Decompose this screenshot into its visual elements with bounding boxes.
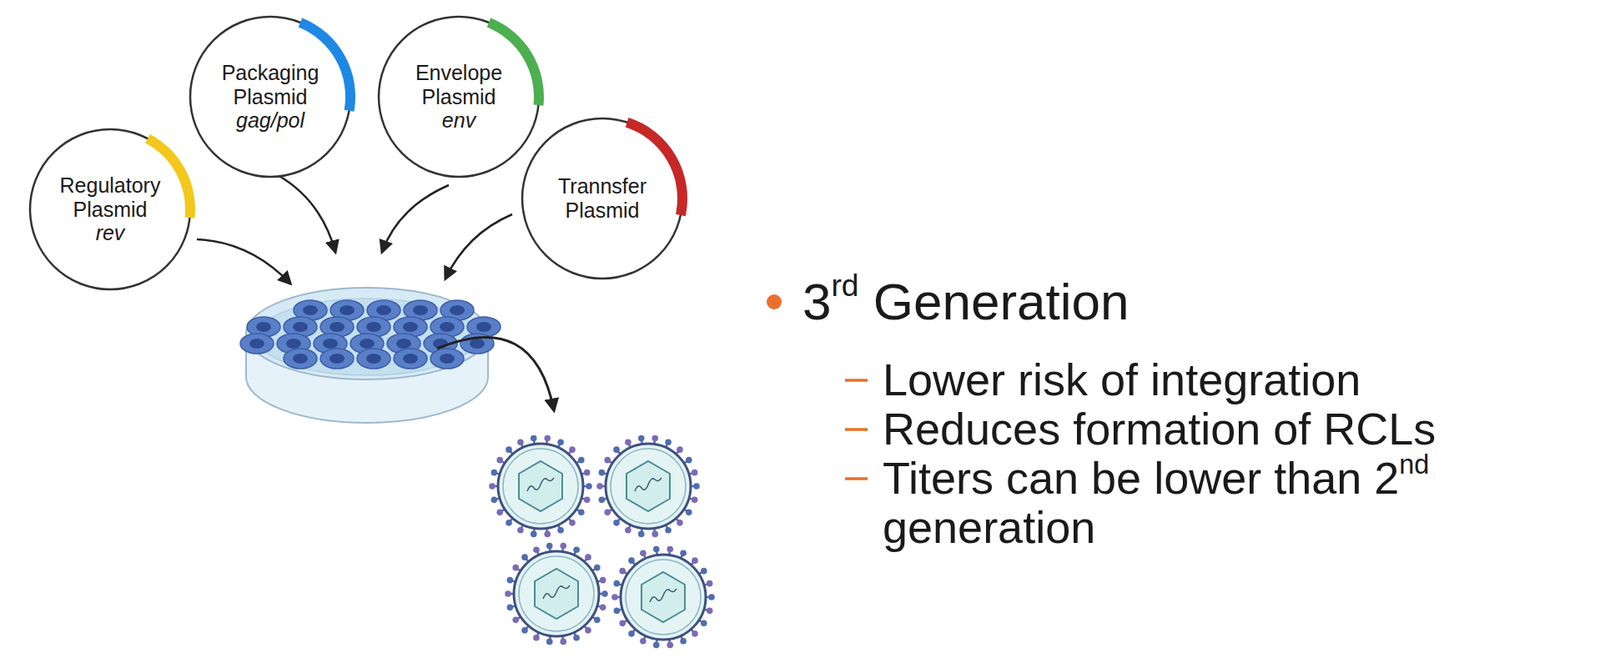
cell-nucleus xyxy=(402,322,418,333)
cell xyxy=(393,348,428,369)
bullet-dash xyxy=(845,378,868,383)
cell-nucleus xyxy=(469,338,485,349)
plasmid-name: Trannsfer Plasmid xyxy=(539,174,665,223)
cell-nucleus xyxy=(439,353,455,364)
virus xyxy=(504,543,609,645)
input-arrow xyxy=(445,214,513,279)
cell-nucleus xyxy=(439,322,455,333)
cell-nucleus xyxy=(339,305,355,316)
petri-dish xyxy=(240,287,501,423)
bullet-point: Lower risk of integration xyxy=(882,355,1592,405)
cell xyxy=(320,348,354,369)
gene-name: gag/pol xyxy=(207,108,333,133)
bullet-heading: 3rd Generation xyxy=(802,270,1554,334)
gene-name: env xyxy=(396,108,522,133)
virus xyxy=(488,435,593,538)
cell xyxy=(240,333,274,354)
plasmid-name: Packaging Plasmid xyxy=(207,60,333,110)
cell-nucleus xyxy=(476,322,492,333)
plasmid-circle: Envelope Plasmidenv xyxy=(370,8,548,186)
cell-nucleus xyxy=(292,353,308,364)
output-arrow xyxy=(437,337,554,411)
plasmid-name: Envelope Plasmid xyxy=(396,60,522,110)
cell-nucleus xyxy=(359,338,375,349)
cell xyxy=(357,348,391,369)
cell-nucleus xyxy=(366,353,382,364)
input-arrow xyxy=(277,175,336,252)
input-arrow xyxy=(196,239,291,284)
plasmid-name: Regulatory Plasmid xyxy=(47,173,173,222)
virus xyxy=(596,435,700,538)
cell-nucleus xyxy=(412,305,428,316)
cell-nucleus xyxy=(322,338,338,349)
cell-nucleus xyxy=(376,305,392,316)
cell-nucleus xyxy=(396,338,412,349)
plasmid-circle: Regulatory Plasmidrev xyxy=(21,120,199,298)
bullet-dot xyxy=(766,294,782,310)
cell-nucleus xyxy=(256,322,272,333)
cell-nucleus xyxy=(292,322,308,333)
cell-nucleus xyxy=(366,322,382,333)
plasmid-circle: Packaging Plasmidgag/pol xyxy=(181,8,359,186)
bullet-point: Titers can be lower than 2nd generation xyxy=(882,453,1592,553)
bullet-dash xyxy=(845,427,868,432)
viral-particles xyxy=(488,435,715,649)
input-arrow xyxy=(382,185,449,252)
cell-nucleus xyxy=(402,353,418,364)
cell-nucleus xyxy=(286,338,302,349)
gene-name: rev xyxy=(47,221,173,246)
plasmid-circle: Trannsfer Plasmid xyxy=(513,110,691,287)
cell-nucleus xyxy=(249,338,265,349)
bullet-dash xyxy=(845,477,868,481)
cell-nucleus xyxy=(329,353,345,364)
cell-nucleus xyxy=(449,305,465,316)
virus xyxy=(611,546,715,649)
cell xyxy=(283,348,317,369)
cell xyxy=(430,348,464,369)
cell-nucleus xyxy=(329,322,345,333)
cell-nucleus xyxy=(302,305,318,316)
bullet-point: Reduces formation of RCLs xyxy=(882,404,1592,454)
